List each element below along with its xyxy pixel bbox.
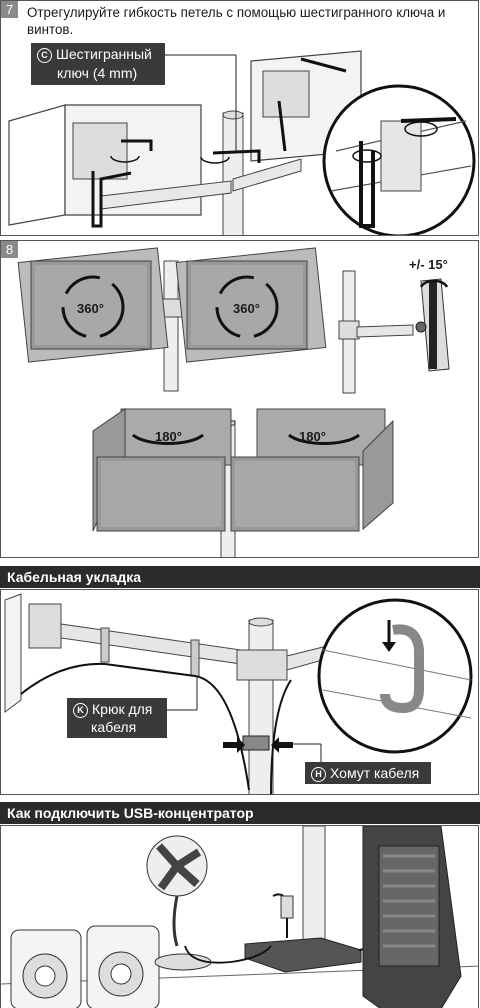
cable-panel: K Крюк для кабеля H Хомут кабеля <box>0 589 479 795</box>
step-8-panel: 8 360° 360° +/- 15° 180° 180° <box>0 240 479 558</box>
swivel-right-label: 180° <box>299 429 326 444</box>
tool-label-line2: ключ (4 mm) <box>37 65 137 81</box>
tool-label-line1: Шестигранный <box>56 46 152 62</box>
hook-label: K Крюк для кабеля <box>67 698 167 738</box>
rotate-left-label: 360° <box>77 301 104 316</box>
usb-section-title: Как подключить USB-концентратор <box>0 802 480 824</box>
tool-label: C Шестигранный ключ (4 mm) <box>31 43 165 85</box>
hook-label-line2: кабеля <box>73 719 136 735</box>
hook-label-line1: Крюк для <box>92 701 152 717</box>
step-number: 7 <box>1 1 18 18</box>
step-instruction: Отрегулируйте гибкость петель с помощью … <box>27 4 447 38</box>
swivel-left-label: 180° <box>155 429 182 444</box>
rotate-right-label: 360° <box>233 301 260 316</box>
step-7-panel: 7 Отрегулируйте гибкость петель с помощь… <box>0 0 479 236</box>
tilt-label: +/- 15° <box>409 257 448 272</box>
usb-panel <box>0 825 479 1008</box>
step-number: 8 <box>1 241 18 258</box>
clamp-label-text: Хомут кабеля <box>330 765 419 781</box>
tool-marker-icon: C <box>37 48 52 63</box>
step-8-illustration <box>1 241 479 558</box>
hook-marker-icon: K <box>73 703 88 718</box>
cable-section-title: Кабельная укладка <box>0 566 480 588</box>
clamp-label: H Хомут кабеля <box>305 762 431 784</box>
usb-illustration <box>1 826 479 1008</box>
clamp-marker-icon: H <box>311 767 326 782</box>
